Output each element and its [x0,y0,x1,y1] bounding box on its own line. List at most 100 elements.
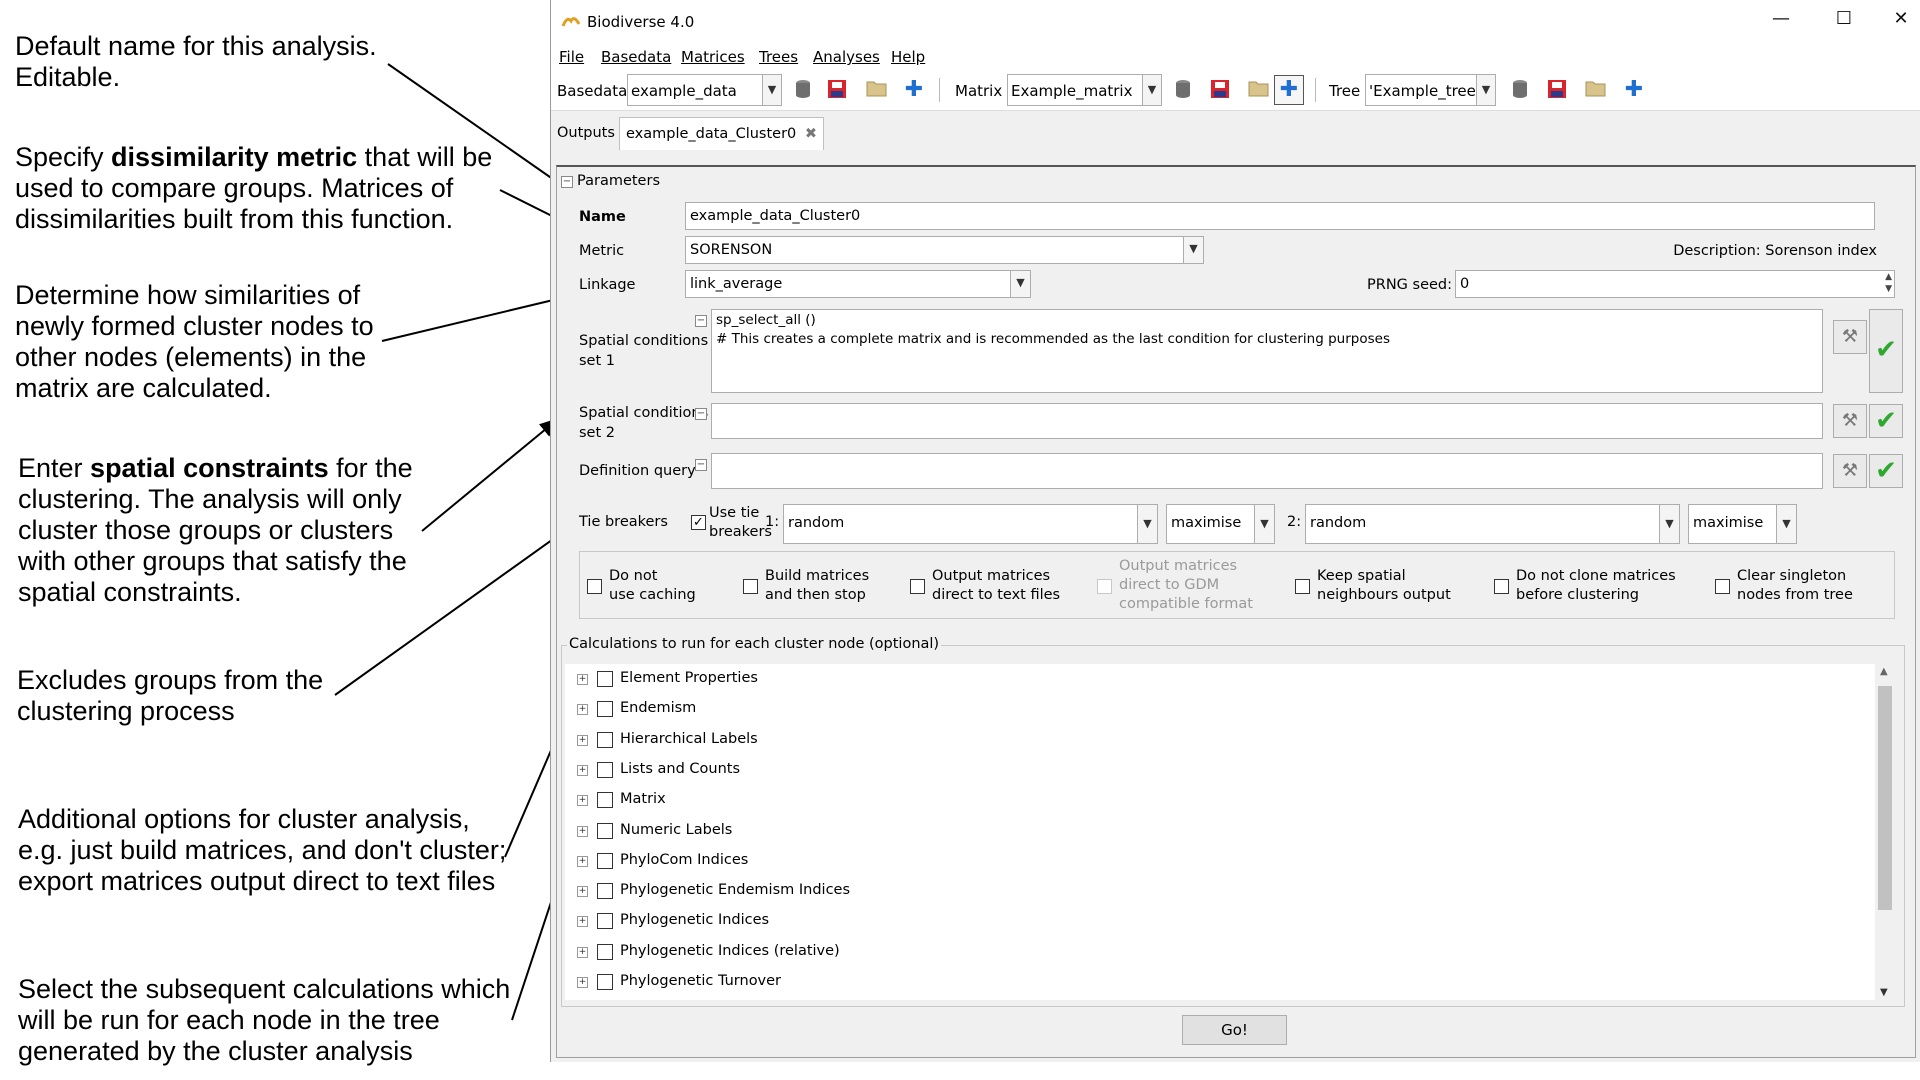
close-button[interactable]: ✕ [1893,8,1909,29]
title-bar: Biodiverse 4.0 — ☐ ✕ [551,0,1920,44]
matrix-save-icon[interactable] [1209,79,1231,101]
expand-plus-icon[interactable]: + [577,674,588,685]
tie-1-select[interactable]: random ▼ [783,504,1158,544]
calculation-label: Phylogenetic Indices [620,912,770,929]
sp1-edit-button[interactable]: ⚒ [1833,320,1867,354]
calculation-checkbox[interactable] [597,822,613,839]
calculation-checkbox[interactable] [597,943,613,960]
menu-analyses[interactable]: Analyses [813,48,880,66]
tab-label: example_data_Cluster0 [626,126,797,142]
name-input[interactable]: example_data_Cluster0 [685,202,1875,230]
calculations-tree[interactable]: +Element Properties+Endemism+Hierarchica… [565,664,1895,1000]
expand-plus-icon[interactable]: + [577,704,588,716]
go-button[interactable]: Go! [1182,1015,1287,1045]
expand-plus-icon[interactable]: + [577,916,588,928]
tree-open-folder-icon[interactable] [1585,79,1607,101]
option-keep-spatial-checkbox[interactable] [1295,579,1310,594]
matrix-add-icon[interactable]: ✚ [1274,75,1304,105]
tree-database-icon[interactable] [1509,79,1531,101]
spinner-arrows-icon[interactable]: ▲▼ [1885,272,1892,294]
calculation-checkbox[interactable] [597,883,613,900]
spatial-conditions-1-editor[interactable]: sp_select_all () # This creates a comple… [711,309,1823,393]
scroll-down-icon[interactable]: ▼ [1880,987,1888,998]
expand-plus-icon[interactable]: + [577,946,588,958]
prng-seed-input[interactable]: 0 ▲▼ [1455,270,1895,298]
defquery-verify-button[interactable]: ✔ [1869,454,1903,488]
menu-basedata[interactable]: Basedata [601,48,672,66]
minimize-button[interactable]: — [1772,8,1790,29]
basedata-value: example_data [631,82,737,100]
chevron-down-icon: ▼ [1142,75,1161,105]
basedata-add-icon[interactable]: ✚ [904,77,924,102]
expand-plus-icon[interactable]: + [577,855,588,867]
menu-file[interactable]: File [559,48,585,66]
metric-select[interactable]: SORENSON ▼ [685,236,1204,264]
tree-add-icon[interactable]: ✚ [1624,77,1644,102]
sp1-verify-button[interactable]: ✔ [1869,309,1903,393]
collapse-defquery-icon[interactable]: − [695,459,707,471]
expand-plus-icon[interactable]: + [577,977,588,988]
chevron-down-icon: ▼ [762,75,781,105]
use-tie-breakers-checkbox[interactable]: ✓ [691,515,706,530]
tree-save-icon[interactable] [1546,79,1568,101]
matrix-label: Matrix [955,82,1003,100]
matrix-open-folder-icon[interactable] [1248,79,1270,101]
basedata-open-folder-icon[interactable] [866,79,888,101]
calculation-label: Endemism [620,700,697,717]
scrollbar-thumb[interactable] [1878,686,1892,910]
option-do-not-clone-checkbox[interactable] [1494,579,1509,594]
linkage-select[interactable]: link_average ▼ [685,270,1031,298]
collapse-sp2-icon[interactable]: − [695,408,707,420]
expand-plus-icon[interactable]: + [577,734,588,746]
expand-plus-icon[interactable]: + [577,825,588,837]
basedata-combo[interactable]: example_data ▼ [627,74,782,106]
calculation-checkbox[interactable] [597,701,613,718]
sp2-edit-button[interactable]: ⚒ [1833,404,1867,438]
spatial-conditions-2-editor[interactable] [711,403,1823,439]
collapse-sp1-icon[interactable]: − [695,315,707,327]
tools-icon: ⚒ [1841,326,1859,347]
calculation-checkbox[interactable] [597,792,613,809]
scroll-up-icon[interactable]: ▲ [1880,666,1888,677]
tie-1-value: random [788,515,845,531]
menu-matrices[interactable]: Matrices [681,48,745,66]
calculation-checkbox[interactable] [597,671,613,687]
close-tab-icon[interactable]: ✖ [804,126,818,142]
definition-query-editor[interactable] [711,453,1823,489]
calculation-checkbox[interactable] [597,761,613,778]
option-output-text-checkbox[interactable] [910,579,925,594]
tab-example-data-cluster0[interactable]: example_data_Cluster0 ✖ [619,117,825,150]
tie-1-mode-value: maximise [1171,515,1242,531]
expand-plus-icon[interactable]: + [577,764,588,776]
calculation-checkbox[interactable] [597,731,613,748]
calculation-checkbox[interactable] [597,913,613,930]
defquery-edit-button[interactable]: ⚒ [1833,454,1867,488]
option-do-not-use-caching-checkbox[interactable] [587,579,602,594]
tree-scrollbar[interactable]: ▲ ▼ [1875,664,1895,1000]
menu-help[interactable]: Help [891,48,926,66]
tie-2-mode-select[interactable]: maximise ▼ [1688,504,1797,544]
collapse-parameters-icon[interactable]: − [561,176,573,188]
option-build-matrices-checkbox[interactable] [743,579,758,594]
basedata-database-icon[interactable] [792,79,814,101]
matrix-database-icon[interactable] [1172,79,1194,101]
tie-1-mode-select[interactable]: maximise ▼ [1166,504,1275,544]
tie-2-select[interactable]: random ▼ [1305,504,1680,544]
expand-plus-icon[interactable]: + [577,886,588,898]
calculation-label: Phylogenetic Turnover [620,973,782,989]
expand-plus-icon[interactable]: + [577,795,588,807]
basedata-save-icon[interactable] [826,79,848,101]
calculation-checkbox[interactable] [597,974,613,990]
matrix-combo[interactable]: Example_matrix ▼ [1007,74,1162,106]
tab-outputs[interactable]: Outputs [557,125,615,141]
option-clear-singleton-checkbox[interactable] [1715,579,1730,594]
maximize-button[interactable]: ☐ [1835,8,1853,29]
menu-trees[interactable]: Trees [759,48,799,66]
calculation-checkbox[interactable] [597,852,613,869]
name-label: Name [579,209,626,225]
tree-combo[interactable]: 'Example_tree' ▼ [1365,74,1496,106]
sp2-verify-button[interactable]: ✔ [1869,404,1903,438]
